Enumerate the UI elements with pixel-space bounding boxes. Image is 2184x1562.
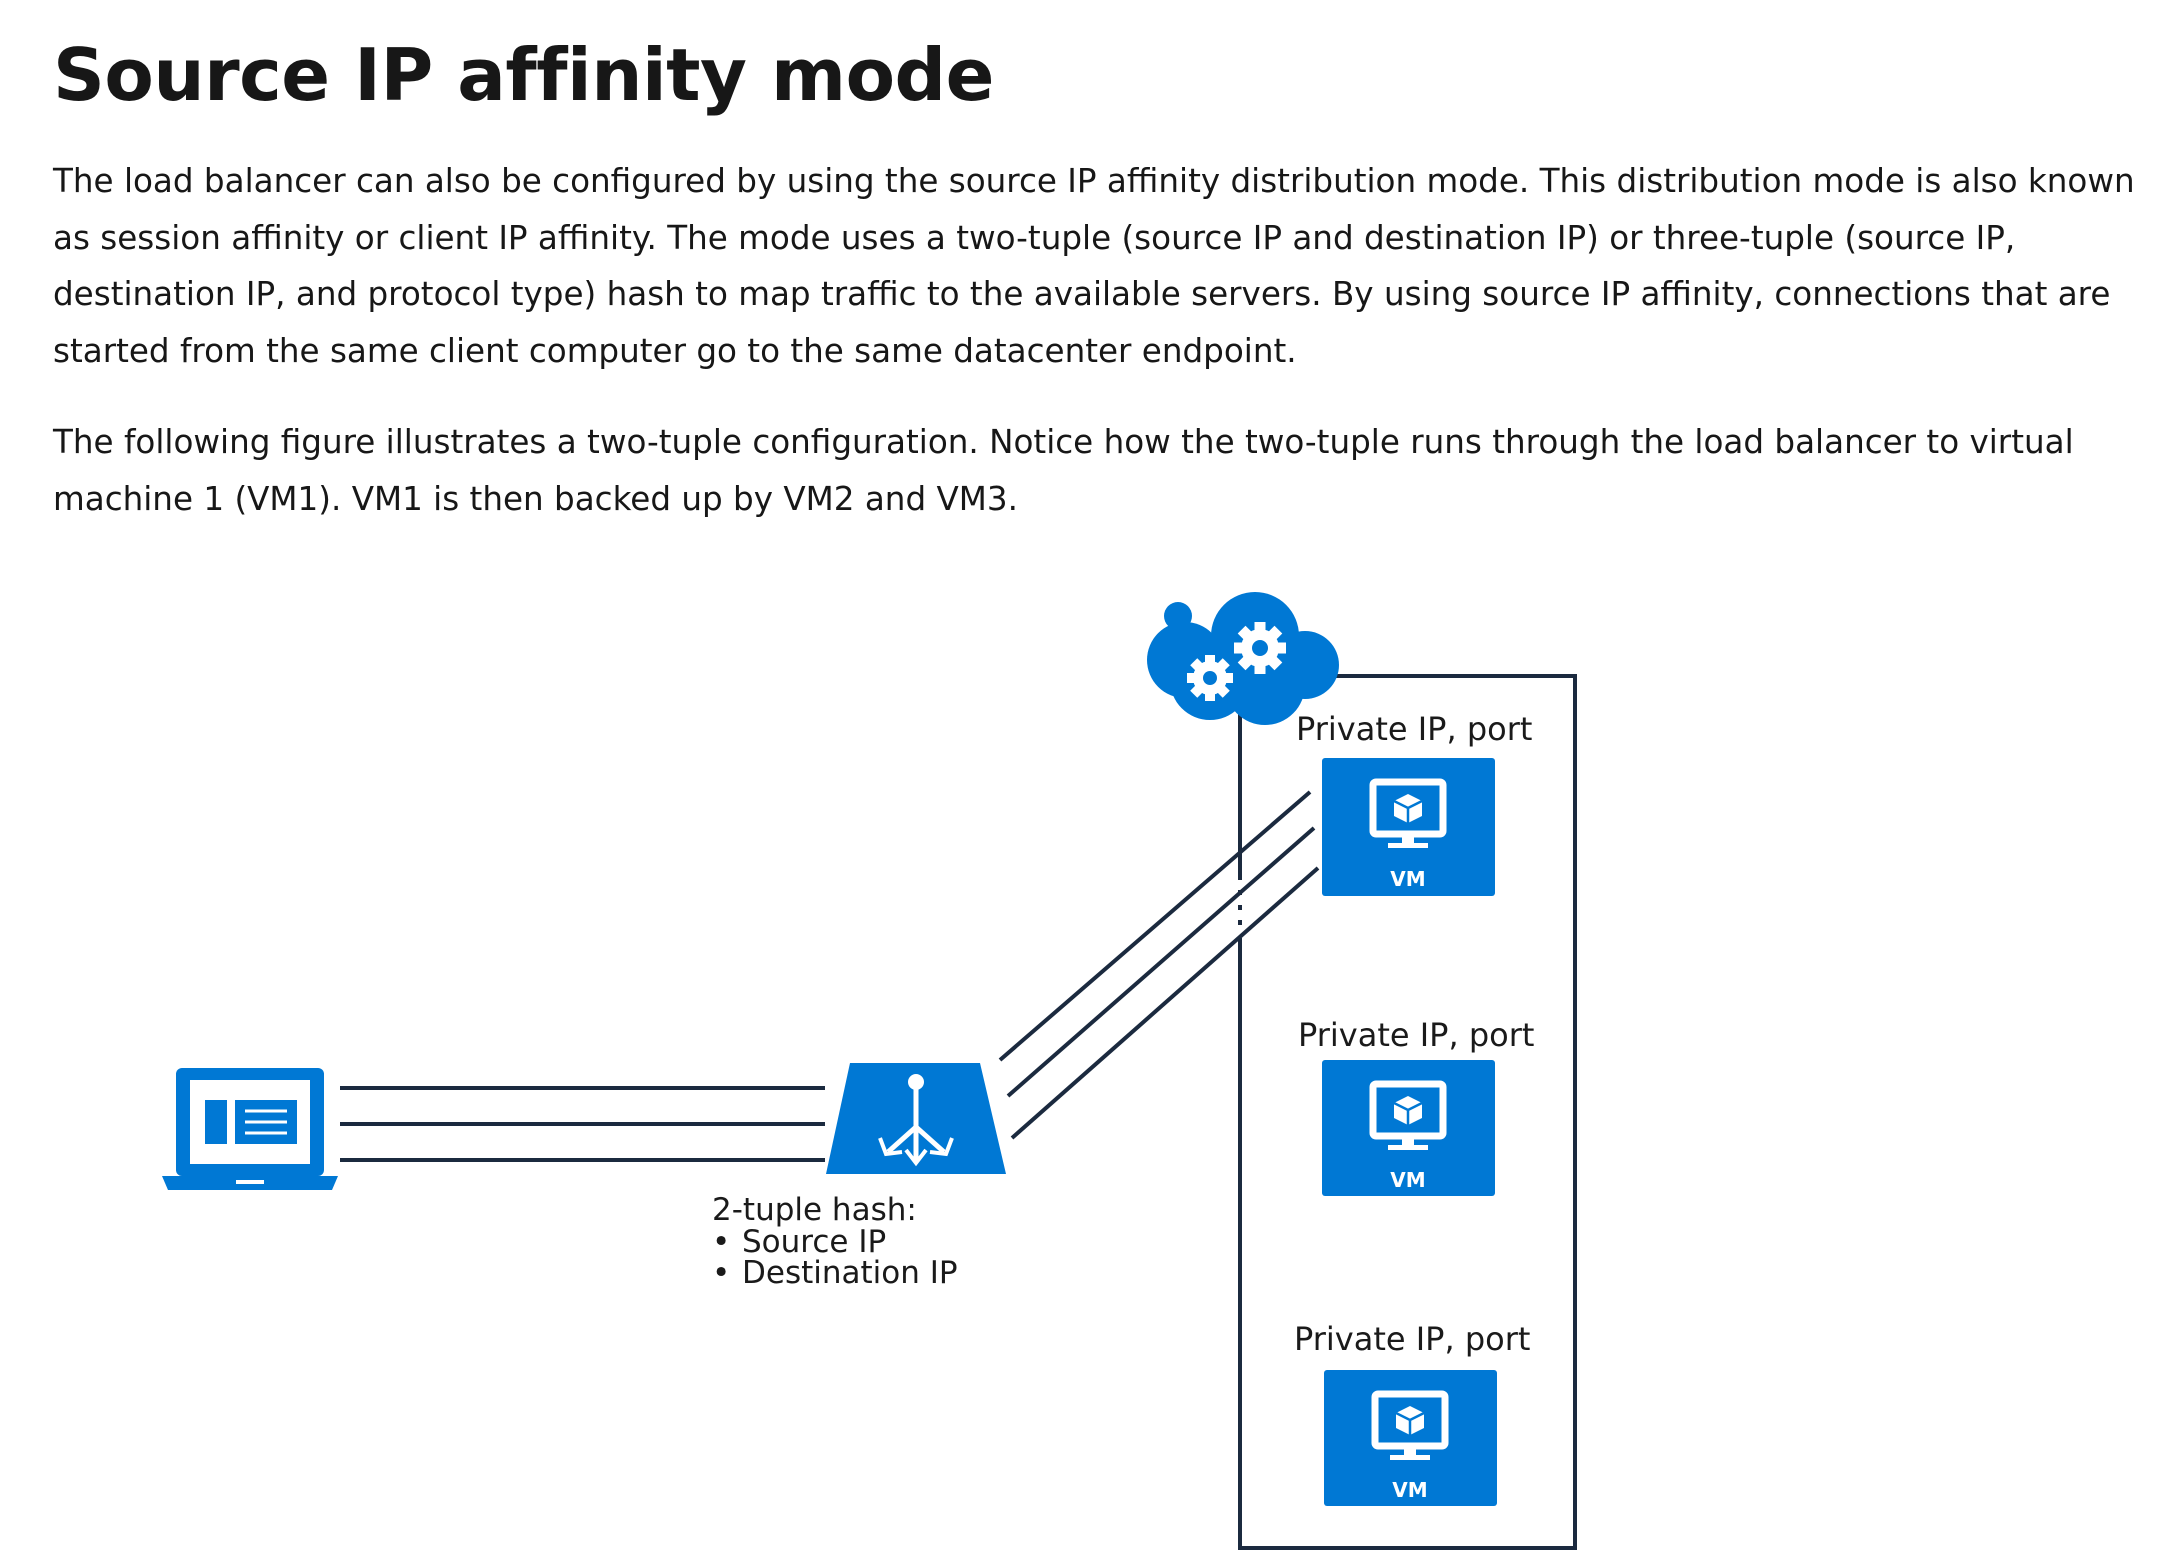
laptop-icon — [162, 1068, 338, 1190]
vm-2-label: Private IP, port — [1298, 1016, 1534, 1054]
vm-monitor-icon — [1371, 1390, 1449, 1460]
vm-3: Private IP, port VM — [1294, 1320, 1530, 1506]
vm-monitor-icon — [1369, 1080, 1447, 1150]
hash-bullet-1: • — [712, 1224, 730, 1260]
hash-item-destination-ip: Destination IP — [742, 1255, 958, 1291]
two-tuple-diagram: 2-tuple hash: • Source IP • Destination … — [162, 592, 1577, 1550]
vm-3-badge: VM — [1392, 1478, 1427, 1502]
vm-2-badge: VM — [1390, 1168, 1425, 1192]
client-connection-lines — [340, 1086, 825, 1162]
hash-item-source-ip: Source IP — [742, 1224, 886, 1260]
hash-title: 2-tuple hash: — [712, 1192, 917, 1228]
vm-monitor-icon — [1369, 778, 1447, 848]
hash-bullet-2: • — [712, 1255, 730, 1291]
paragraph-figure-description: The following figure illustrates a two-t… — [53, 423, 2074, 518]
backend-connection-lines — [998, 790, 1320, 1140]
vm-2: Private IP, port VM — [1298, 1016, 1534, 1196]
page-title: Source IP affinity mode — [53, 33, 994, 117]
vm-1-badge: VM — [1390, 867, 1425, 891]
vm-1: Private IP, port VM — [1296, 710, 1532, 896]
paragraph-intro: The load balancer can also be configured… — [53, 162, 2135, 370]
vm-1-label: Private IP, port — [1296, 710, 1532, 748]
hash-label: 2-tuple hash: • Source IP • Destination … — [712, 1192, 958, 1291]
cloud-gears-icon — [1147, 592, 1339, 725]
vm-3-label: Private IP, port — [1294, 1320, 1530, 1358]
load-balancer-icon — [826, 1063, 1006, 1174]
